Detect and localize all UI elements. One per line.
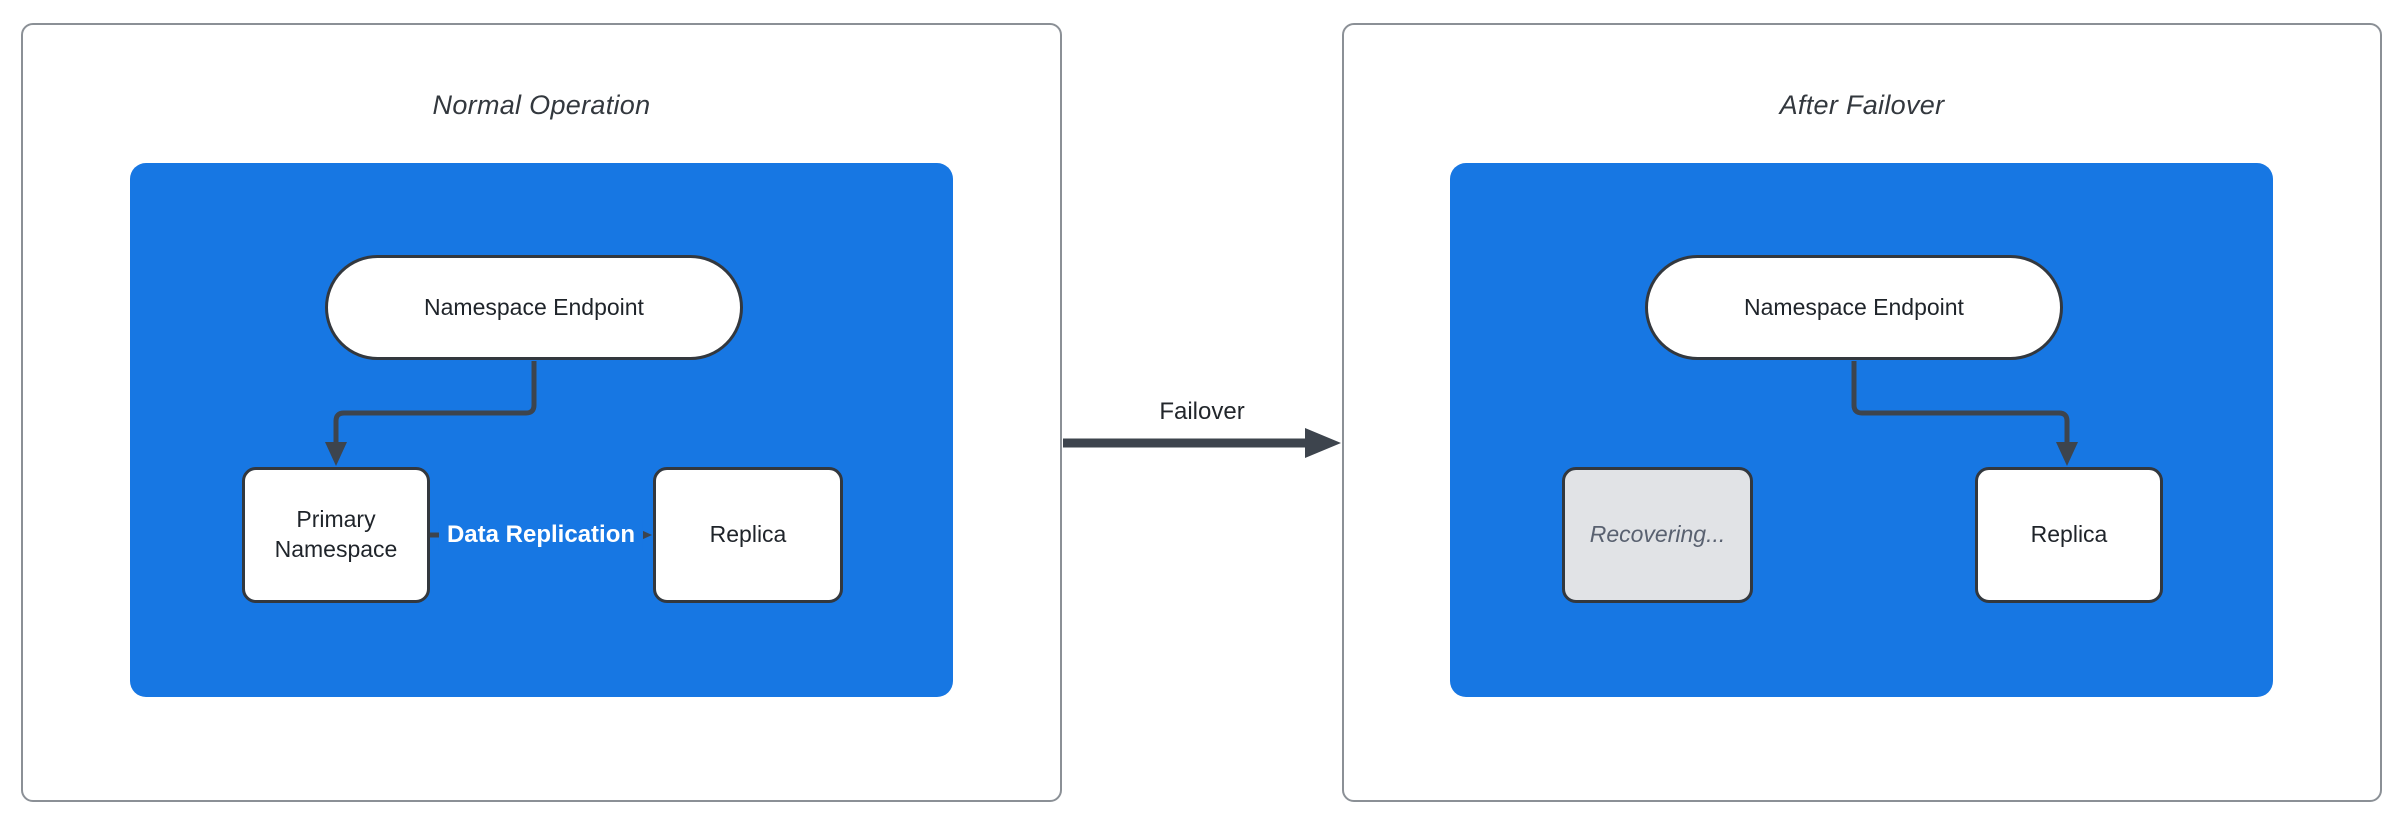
node-namespace-endpoint-right: Namespace Endpoint <box>1645 255 2063 360</box>
container-after-failover <box>1450 163 2273 697</box>
node-label: Primary Namespace <box>274 506 398 562</box>
node-label: Replica <box>709 521 787 548</box>
edge-label-data-replication: Data Replication <box>438 519 644 551</box>
node-label: Recovering... <box>1589 521 1726 548</box>
panel-title-after-failover: After Failover <box>1779 90 1945 120</box>
node-recovering: Recovering... <box>1562 467 1753 603</box>
container-normal-operation <box>130 163 953 697</box>
node-label: Namespace Endpoint <box>424 294 644 320</box>
arrowhead-failover <box>1305 428 1341 458</box>
node-replica-right: Replica <box>1975 467 2163 603</box>
node-label: Namespace Endpoint <box>1744 294 1964 320</box>
node-replica-left: Replica <box>653 467 843 603</box>
edge-label-failover: Failover <box>1159 398 1245 425</box>
node-label: Replica <box>2030 521 2108 548</box>
node-primary-namespace: Primary Namespace <box>242 467 430 603</box>
node-namespace-endpoint-left: Namespace Endpoint <box>325 255 743 360</box>
panel-title-normal-operation: Normal Operation <box>432 90 651 120</box>
